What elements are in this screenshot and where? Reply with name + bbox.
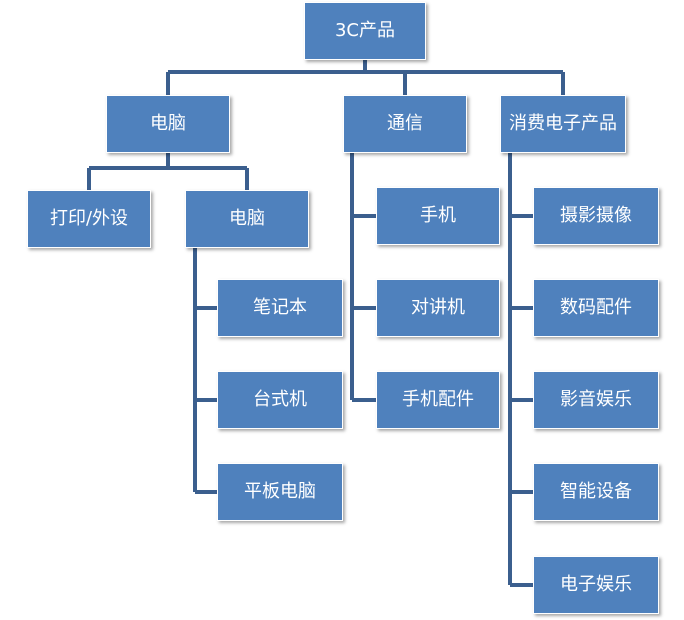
node-photo-video-label: 摄影摄像 <box>560 204 632 226</box>
node-phone-accessories-label: 手机配件 <box>402 388 474 410</box>
node-consumer-electronics-label: 消费电子产品 <box>509 112 617 134</box>
node-laptop: 笔记本 <box>217 279 343 337</box>
node-photo-video: 摄影摄像 <box>533 187 659 245</box>
node-mobile-phone: 手机 <box>376 187 500 245</box>
node-mobile-phone-label: 手机 <box>420 204 456 226</box>
node-root: 3C产品 <box>304 2 426 60</box>
node-digital-accessories-label: 数码配件 <box>560 296 632 318</box>
node-audio-video-entertainment: 影音娱乐 <box>533 371 659 429</box>
node-communication-label: 通信 <box>387 112 423 134</box>
node-audio-video-entertainment-label: 影音娱乐 <box>560 388 632 410</box>
node-smart-devices: 智能设备 <box>533 463 659 521</box>
node-electronic-entertainment-label: 电子娱乐 <box>560 573 632 595</box>
node-tablet-label: 平板电脑 <box>244 480 316 502</box>
node-computer-sub-label: 电脑 <box>229 207 265 229</box>
node-consumer-electronics: 消费电子产品 <box>500 95 626 153</box>
node-communication: 通信 <box>343 95 467 153</box>
node-electronic-entertainment: 电子娱乐 <box>533 556 659 614</box>
node-computer-label: 电脑 <box>150 112 186 134</box>
node-tablet: 平板电脑 <box>217 463 343 521</box>
node-printer-peripherals-label: 打印/外设 <box>49 207 129 229</box>
node-smart-devices-label: 智能设备 <box>560 480 632 502</box>
node-digital-accessories: 数码配件 <box>533 279 659 337</box>
node-walkie-talkie-label: 对讲机 <box>411 296 465 318</box>
node-root-label: 3C产品 <box>334 19 396 41</box>
node-laptop-label: 笔记本 <box>253 296 307 318</box>
node-computer-sub: 电脑 <box>185 190 309 248</box>
node-desktop-label: 台式机 <box>253 388 307 410</box>
node-printer-peripherals: 打印/外设 <box>27 190 151 248</box>
node-desktop: 台式机 <box>217 371 343 429</box>
node-computer: 电脑 <box>106 95 230 153</box>
node-walkie-talkie: 对讲机 <box>376 279 500 337</box>
node-phone-accessories: 手机配件 <box>376 371 500 429</box>
